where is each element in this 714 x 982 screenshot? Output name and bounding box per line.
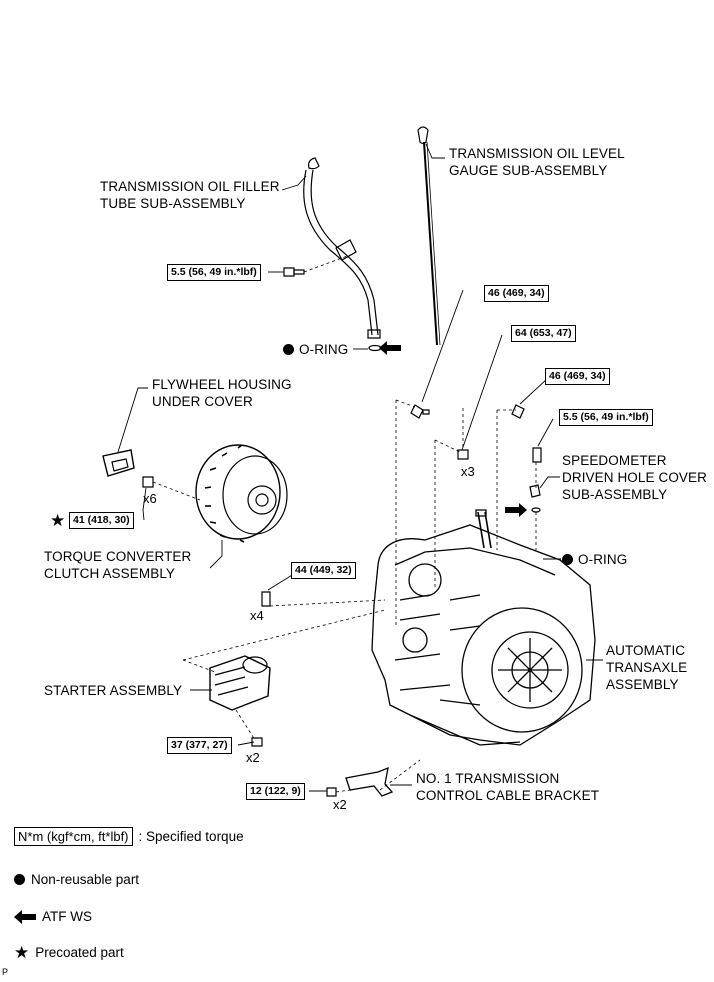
oil-filler-tube-illustration: [303, 157, 382, 352]
torque-bolt-46b: 46 (469, 34): [545, 368, 610, 385]
qty-starter-bolts: x2: [246, 750, 260, 765]
bolt-44-illustration: [261, 591, 271, 607]
bolt-46b-illustration: [511, 404, 525, 419]
transaxle-illustration: [371, 509, 596, 746]
torque-speedo-bolt: 5.5 (56, 49 in.*lbf): [559, 409, 653, 426]
torque-filler-bolt: 5.5 (56, 49 in.*lbf): [167, 264, 261, 281]
leader-lines: [117, 143, 603, 792]
legend-torque-box: N*m (kgf*cm, ft*lbf): [14, 827, 133, 846]
qty-bracket-bolts: x2: [333, 797, 347, 812]
cable-bracket-illustration: [345, 766, 394, 797]
oil-level-gauge-illustration: [417, 126, 441, 346]
bolt-64-illustration: [457, 449, 469, 460]
atf-arrow-right-icon: [505, 503, 527, 517]
torque-converter-bolt: 41 (418, 30): [69, 512, 134, 529]
torque-starter-bolt: 37 (377, 27): [167, 737, 232, 754]
legend-non-reusable: Non-reusable part: [14, 872, 139, 887]
starter-illustration: [209, 655, 271, 711]
non-reusable-dot-icon: [562, 554, 573, 565]
non-reusable-dot-icon: [14, 874, 25, 885]
torque-converter-illustration: [195, 444, 288, 543]
atf-arrow-icon: [379, 341, 401, 355]
legend-torque-text: : Specified torque: [138, 829, 244, 844]
bolt-46a-illustration: [410, 404, 430, 419]
torque-bolt-44: 44 (449, 32): [291, 562, 356, 579]
non-reusable-dot-icon: [283, 344, 294, 355]
legend-precoated-text: Precoated part: [35, 945, 124, 960]
filler-bolt-illustration: [283, 267, 305, 277]
guide-lines: [152, 254, 537, 793]
converter-bolt-illustration: [142, 476, 154, 488]
flywheel-cover-illustration: [102, 449, 135, 477]
speedo-oring-illustration: [531, 507, 541, 513]
qty-bolt-64: x3: [461, 464, 475, 479]
atf-arrow-icon: [14, 909, 36, 924]
speedo-cover-illustration: [529, 484, 541, 498]
legend-precoated: ★ Precoated part: [14, 944, 124, 961]
oring-top-label: O-RING: [283, 341, 348, 358]
qty-converter-bolts: x6: [143, 491, 157, 506]
qty-bolt-44: x4: [250, 608, 264, 623]
torque-bracket-bolt: 12 (122, 9): [246, 783, 305, 800]
torque-bolt-64: 64 (653, 47): [511, 325, 576, 342]
legend-atf: ATF WS: [14, 909, 92, 924]
legend-atf-text: ATF WS: [42, 909, 92, 924]
bracket-bolt-illustration: [326, 787, 337, 797]
legend-non-reusable-text: Non-reusable part: [31, 872, 140, 887]
speedo-bolt-illustration: [532, 447, 542, 463]
corner-mark: P: [2, 967, 9, 977]
precoated-star-icon: ★: [14, 943, 30, 962]
starter-label: STARTER ASSEMBLY: [44, 683, 183, 698]
legend-torque: N*m (kgf*cm, ft*lbf) : Specified torque: [14, 827, 244, 846]
torque-bolt-46a: 46 (469, 34): [484, 285, 549, 302]
starter-bolt-illustration: [251, 737, 263, 747]
oring-right-label: O-RING: [562, 551, 627, 568]
precoated-star-icon: ★: [50, 511, 66, 530]
